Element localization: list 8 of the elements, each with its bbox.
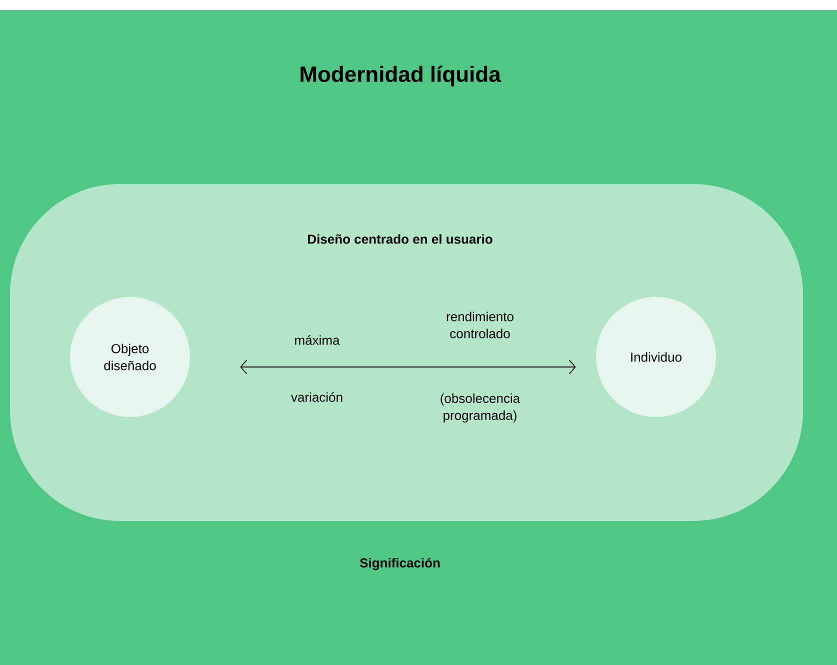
title: Modernidad líquida xyxy=(300,66,501,86)
circle-node: Individuo xyxy=(596,297,716,417)
arrow-label: variación xyxy=(291,392,342,402)
arrow-label: máxima xyxy=(295,335,340,345)
arrow-label: (obsolecencia programada) xyxy=(440,393,520,423)
arrow-label: rendimiento controlado xyxy=(446,312,514,338)
circle-node: Objeto diseñado xyxy=(70,297,190,417)
double-arrow xyxy=(240,360,576,374)
